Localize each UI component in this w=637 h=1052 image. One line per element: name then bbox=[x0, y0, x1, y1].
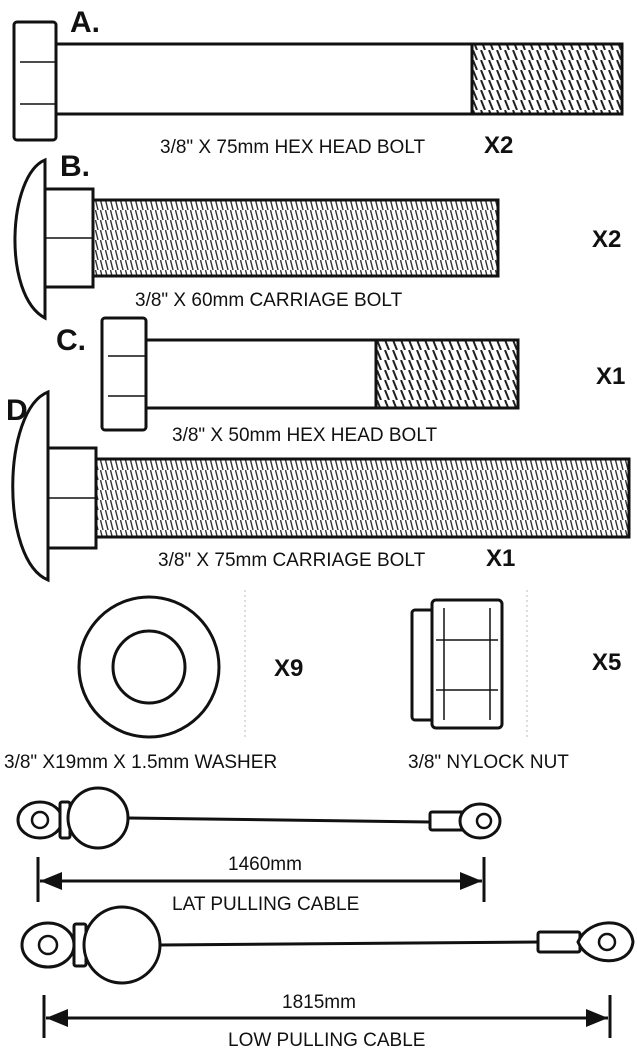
part-a-hex-head bbox=[12, 20, 58, 142]
nylock-nut: X5 3/8" NYLOCK NUT bbox=[408, 598, 621, 773]
part-b-carriage-bolt: B. 3/8" X 60mm CARRIAGE BOLT X2 bbox=[13, 150, 621, 321]
low-cable-stopper-ball bbox=[82, 905, 162, 985]
lat-cable-length: 1460mm bbox=[228, 854, 302, 875]
part-b-label: 3/8" X 60mm CARRIAGE BOLT bbox=[135, 290, 403, 311]
part-c-shank bbox=[144, 338, 378, 410]
part-b-quantity: X2 bbox=[592, 226, 621, 253]
lat-pulling-cable: 1460mm LAT PULLING CABLE bbox=[16, 786, 502, 915]
nut-label: 3/8" NYLOCK NUT bbox=[408, 752, 569, 773]
part-c-quantity: X1 bbox=[596, 363, 625, 390]
part-d-carriage-bolt: D. 3/8" X 75mm CARRIAGE BOLT X1 bbox=[6, 389, 631, 583]
low-cable-label: LOW PULLING CABLE bbox=[228, 1030, 425, 1051]
part-d-thread bbox=[94, 457, 631, 539]
lat-cable-stopper-ball bbox=[66, 786, 130, 850]
part-a-hex-bolt: A. 3/8" X 75mm HEX HEAD BOLT X2 bbox=[12, 6, 624, 159]
low-cable-wire bbox=[159, 940, 541, 947]
lat-cable-label: LAT PULLING CABLE bbox=[172, 894, 359, 915]
low-pulling-cable: 1815mm LOW PULLING CABLE bbox=[20, 905, 635, 1051]
part-b-letter: B. bbox=[60, 150, 90, 183]
part-c-letter: C. bbox=[56, 324, 86, 357]
part-a-letter: A. bbox=[70, 6, 100, 39]
part-a-thread bbox=[470, 42, 624, 116]
part-b-dome-head bbox=[13, 157, 47, 321]
part-d-label: 3/8" X 75mm CARRIAGE BOLT bbox=[158, 550, 426, 571]
washer-hole bbox=[111, 629, 187, 705]
part-b-thread bbox=[91, 198, 500, 278]
part-a-quantity: X2 bbox=[484, 132, 513, 159]
part-c-hex-bolt: C. 3/8" X 50mm HEX HEAD BOLT X1 bbox=[56, 316, 625, 446]
low-cable-ferrule bbox=[536, 930, 582, 954]
washer: X9 3/8" X19mm X 1.5mm WASHER bbox=[4, 595, 303, 773]
nut-hex-body bbox=[430, 598, 504, 730]
washer-label: 3/8" X19mm X 1.5mm WASHER bbox=[4, 752, 277, 773]
nut-quantity: X5 bbox=[592, 649, 621, 676]
low-cable-length: 1815mm bbox=[282, 992, 356, 1013]
part-d-quantity: X1 bbox=[486, 545, 515, 572]
part-c-thread bbox=[374, 338, 520, 410]
part-c-hex-head bbox=[100, 316, 148, 432]
part-a-label: 3/8" X 75mm HEX HEAD BOLT bbox=[160, 137, 425, 158]
part-d-dome-head bbox=[11, 389, 50, 583]
part-c-label: 3/8" X 50mm HEX HEAD BOLT bbox=[172, 425, 437, 446]
lat-cable-wire bbox=[127, 816, 431, 824]
washer-quantity: X9 bbox=[274, 655, 303, 682]
part-a-shank bbox=[54, 42, 474, 116]
